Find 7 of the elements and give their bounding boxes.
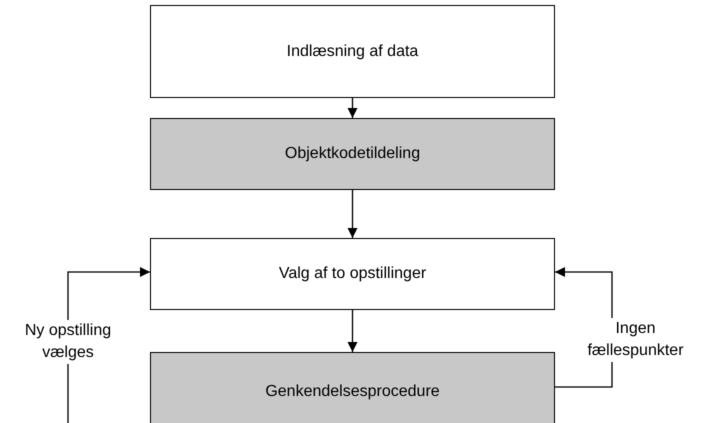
arrow: [348, 190, 358, 238]
process-box: Genkendelsesprocedure: [150, 352, 555, 423]
arrow: [348, 310, 358, 352]
arrow: [348, 98, 358, 118]
process-box: Valg af to opstillinger: [150, 238, 555, 310]
process-box: Indlæsning af data: [150, 5, 555, 98]
process-box: Objektkodetildeling: [150, 118, 555, 190]
